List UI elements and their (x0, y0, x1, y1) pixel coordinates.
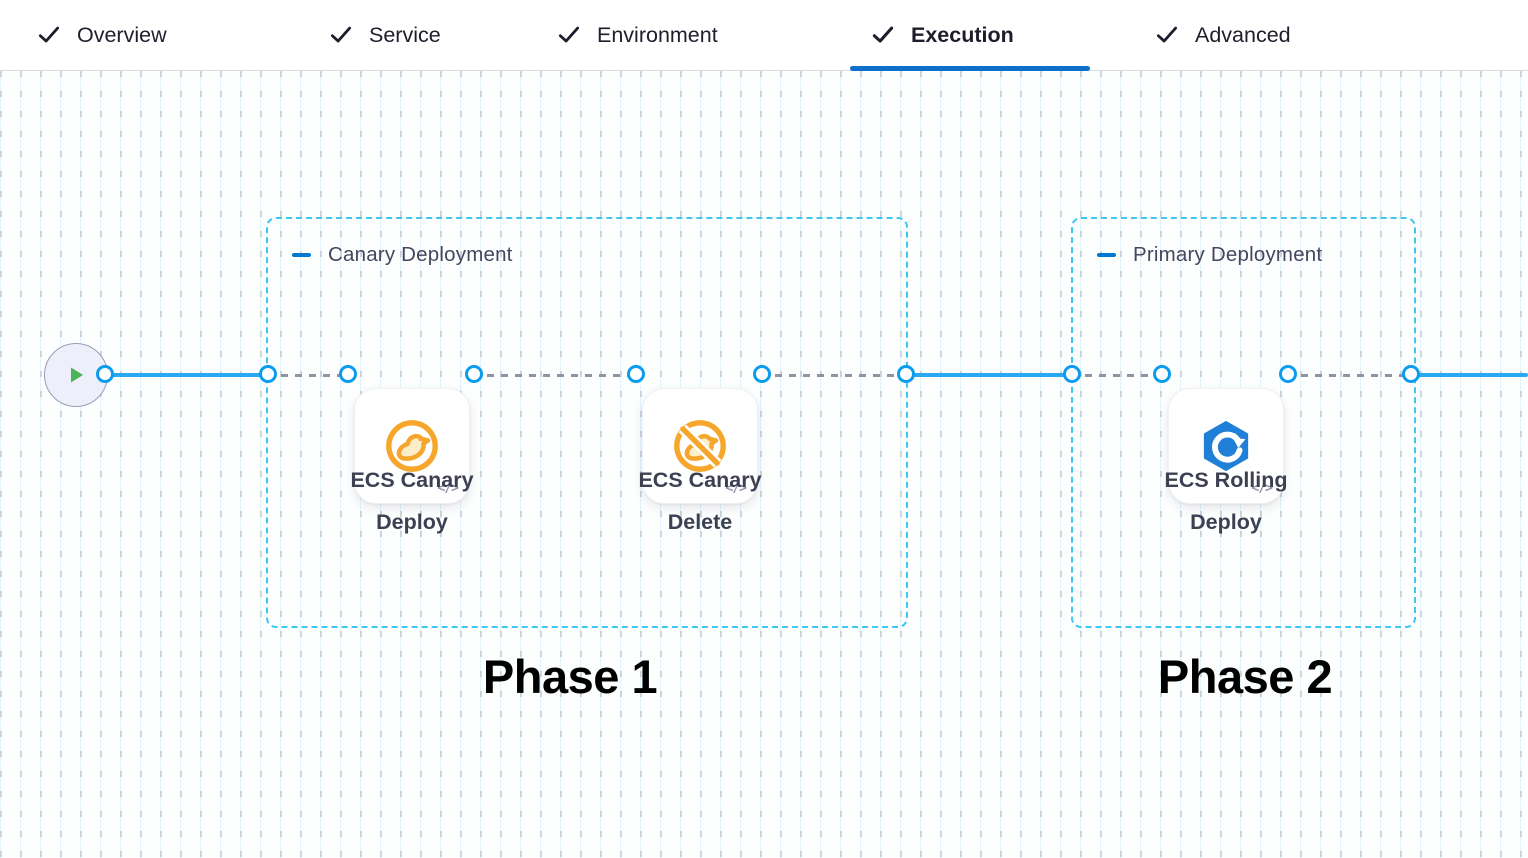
pipeline-canvas[interactable]: Canary Deployment Primary Deployment (0, 71, 1528, 858)
ecs-canary-deploy-icon (386, 420, 438, 472)
tab-label: Service (369, 22, 441, 47)
group-title: Canary Deployment (328, 243, 513, 266)
port[interactable] (626, 364, 645, 383)
port[interactable] (1062, 364, 1081, 383)
port[interactable] (1278, 364, 1297, 383)
tab-advanced[interactable]: Advanced (1154, 0, 1291, 70)
connector-start-to-group1 (104, 373, 267, 377)
connector-dashed (473, 373, 635, 377)
code-icon: </> (1251, 481, 1274, 496)
tab-label: Environment (597, 22, 718, 47)
port[interactable] (258, 364, 277, 383)
connector-dashed (267, 373, 347, 377)
connector-dashed (761, 373, 905, 377)
tab-overview[interactable]: Overview (36, 0, 167, 70)
tab-environment[interactable]: Environment (556, 0, 718, 70)
port[interactable] (1401, 364, 1420, 383)
tab-label: Advanced (1195, 22, 1291, 47)
tab-label: Overview (77, 22, 167, 47)
port[interactable] (464, 364, 483, 383)
step-ecs-canary-deploy[interactable]: </> (354, 388, 470, 504)
ecs-canary-delete-icon (674, 420, 726, 472)
check-icon (558, 26, 580, 43)
check-icon (1156, 26, 1178, 43)
step-group-canary-deployment[interactable]: Canary Deployment (266, 217, 908, 628)
step-label-ecs-canary-delete: ECS Canary Delete (638, 468, 762, 534)
stage-config-tabbar: Overview Service Environment Execution A (0, 0, 1528, 71)
collapse-group-icon[interactable] (1097, 253, 1116, 257)
step-label-ecs-rolling-deploy: ECS Rolling Deploy (1164, 468, 1288, 534)
connector-group1-to-group2 (905, 373, 1071, 377)
port[interactable] (95, 364, 114, 383)
step-ecs-canary-delete[interactable]: </> (642, 388, 758, 504)
port[interactable] (752, 364, 771, 383)
check-icon (38, 26, 60, 43)
check-icon (330, 26, 352, 43)
connector-dashed (1287, 373, 1410, 377)
ecs-rolling-deploy-icon (1203, 420, 1249, 472)
code-icon: </> (437, 481, 460, 496)
connector-group2-to-next (1410, 373, 1528, 377)
tab-service[interactable]: Service (328, 0, 441, 70)
tab-label: Execution (911, 22, 1014, 47)
collapse-group-icon[interactable] (292, 253, 311, 257)
code-icon: </> (725, 481, 748, 496)
connector-dashed (1071, 373, 1161, 377)
step-ecs-rolling-deploy[interactable]: </> (1168, 388, 1284, 504)
tab-execution[interactable]: Execution (870, 0, 1014, 70)
step-label-ecs-canary-deploy: ECS Canary Deploy (350, 468, 474, 534)
active-tab-underline (850, 66, 1090, 71)
play-icon (71, 367, 83, 383)
port[interactable] (338, 364, 357, 383)
phase-2-annotation: Phase 2 (1157, 650, 1333, 703)
step-group-primary-deployment[interactable]: Primary Deployment (1071, 217, 1416, 628)
port[interactable] (896, 364, 915, 383)
check-icon (872, 26, 894, 43)
group-title: Primary Deployment (1133, 243, 1323, 266)
phase-1-annotation: Phase 1 (482, 650, 658, 703)
port[interactable] (1152, 364, 1171, 383)
